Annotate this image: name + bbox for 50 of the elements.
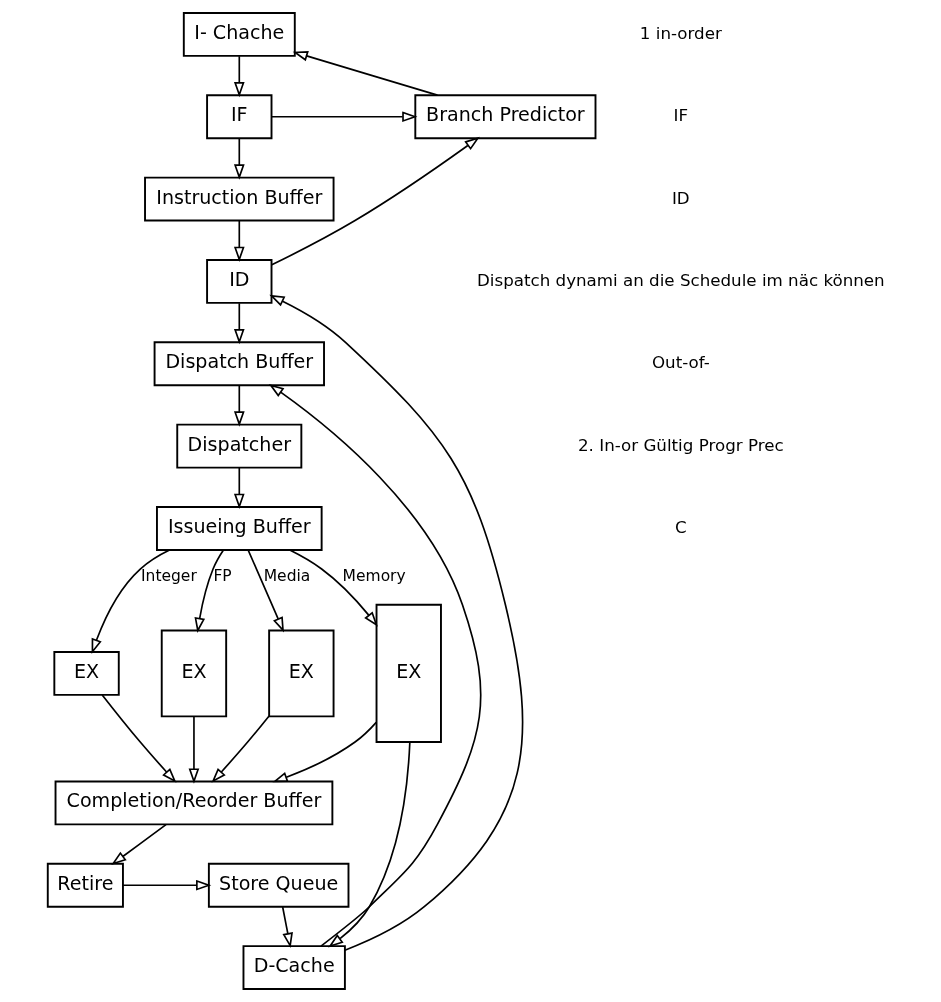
node-box: Dispatch Buffer [153, 341, 325, 387]
label: 1 in-order [639, 22, 722, 43]
arrow [188, 715, 200, 784]
arrow [91, 549, 171, 655]
node-box: ID [206, 259, 273, 304]
arrow [247, 549, 284, 633]
arrow [122, 879, 212, 891]
arrow [292, 50, 439, 96]
arrow [233, 220, 245, 262]
label: C [674, 516, 687, 537]
node-box: EX [375, 603, 442, 743]
node-box: Store Queue [207, 862, 350, 908]
node-box: Issueing Buffer [156, 506, 323, 551]
arrow [233, 384, 245, 427]
arrow [269, 294, 524, 952]
arrow [328, 741, 411, 948]
arrow [268, 383, 482, 947]
node-box: Completion/Reorder Buffer [54, 780, 334, 826]
edge-label: FP [213, 567, 232, 586]
arrow [211, 715, 270, 783]
arrow [270, 136, 480, 266]
arrow [233, 55, 245, 98]
node-box: Instruction Buffer [144, 176, 335, 222]
node-box: Dispatcher [176, 423, 303, 469]
label: IF [673, 105, 689, 126]
arrow [272, 721, 378, 783]
node-box: Branch Predictor [414, 94, 597, 140]
arrow [111, 823, 167, 865]
node-box: Retire [46, 862, 124, 908]
label: Dispatch dynami an die Schedule im näc können [476, 269, 885, 290]
arrow [281, 906, 293, 949]
edge-label: Media [263, 567, 311, 586]
edge-label: Integer [141, 567, 197, 586]
node-box: IF [206, 94, 273, 140]
label: 2. In-or Gültig Progr Prec [578, 434, 784, 455]
edge-label: Memory [342, 567, 406, 586]
label: ID [671, 187, 690, 208]
arrow [270, 111, 418, 123]
node-box: EX [53, 651, 120, 696]
node-box: D-Cache [242, 945, 346, 990]
label: Out-of- [651, 352, 710, 373]
arrow [101, 694, 177, 783]
arrow [233, 302, 245, 345]
arrow [233, 137, 245, 180]
node-box: EX [160, 629, 228, 718]
node-box: I- Chache [182, 12, 296, 57]
arrow [194, 549, 225, 633]
node-box: EX [268, 629, 335, 718]
arrow [288, 549, 378, 627]
arrow [233, 467, 245, 509]
